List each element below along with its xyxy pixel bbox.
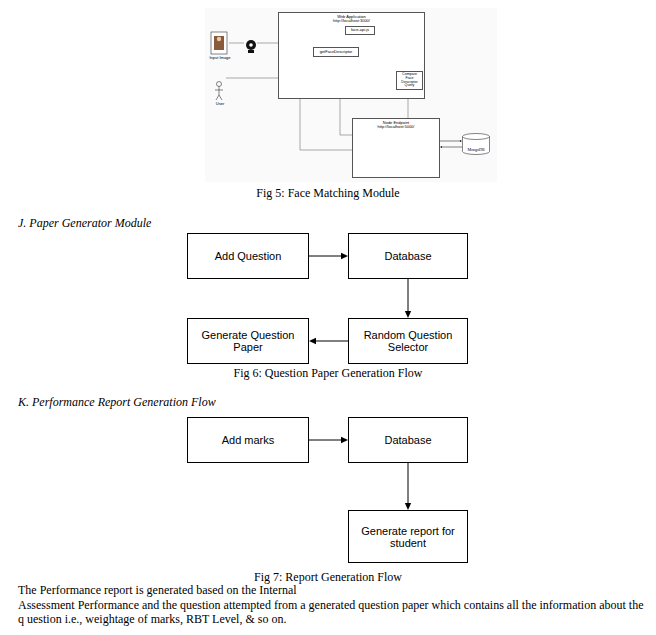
- user-leg: [219, 95, 222, 100]
- connector-arrow: [309, 440, 342, 441]
- box-text: http://localhost:5000/: [354, 125, 438, 129]
- box-text: Database: [384, 250, 431, 262]
- user-head: [217, 82, 222, 87]
- process-box: Compare Face Descriptor Query: [396, 71, 423, 90]
- arrow-head: [460, 140, 462, 142]
- process-box: Database: [348, 233, 468, 279]
- wire: [300, 150, 352, 151]
- cylinder-shape: [463, 134, 490, 155]
- process-box: Generate report for student: [348, 510, 468, 563]
- process-box: getFaceDescriptor: [313, 47, 359, 57]
- wire: [229, 43, 244, 44]
- connector-arrow: [442, 147, 462, 148]
- figure-caption: Fig 5: Face Matching Module: [0, 186, 656, 200]
- box-text: Generate report for student: [357, 525, 459, 549]
- figure-label: Input Image: [205, 56, 235, 61]
- connector-arrow: [440, 141, 460, 142]
- wire: [257, 43, 278, 44]
- box-text: MongoDB: [467, 147, 484, 152]
- process-box: Add Question: [187, 233, 309, 279]
- box-text: Database: [384, 434, 431, 446]
- connector-arrow: [309, 256, 342, 257]
- connector-arrow: [315, 341, 348, 342]
- user-leg: [216, 95, 219, 100]
- body-text: The Performance report is generated base…: [18, 583, 648, 597]
- box-text: Generate Question Paper: [196, 329, 300, 353]
- box-text: Add marks: [222, 434, 275, 446]
- section-heading: J. Paper Generator Module: [18, 216, 418, 230]
- connector-arrow: [408, 463, 409, 504]
- container-box: Web Applicationhttp://localhost:3000/fac…: [278, 12, 425, 99]
- process-box: face-api.js: [345, 26, 375, 35]
- box-text: http://localhost:3000/: [280, 19, 423, 23]
- webcam-stand: [248, 50, 254, 53]
- process-box: Generate Question Paper: [187, 318, 309, 364]
- box-text: Compare Face Descriptor Query: [398, 73, 421, 89]
- figure-ground: [205, 8, 497, 182]
- box-text: Add Question: [215, 250, 282, 262]
- box-text: face-api.js: [351, 28, 369, 32]
- wire: [408, 99, 409, 118]
- arrow-head: [309, 338, 316, 344]
- arrow-head: [440, 146, 442, 148]
- container-box: Node Endpointhttp://localhost:5000/: [352, 118, 440, 178]
- section-heading: K. Performance Report Generation Flow: [18, 395, 418, 409]
- wire: [340, 99, 341, 135]
- photo-figure: [214, 36, 224, 50]
- figure-label: User: [205, 102, 235, 107]
- connector-arrow: [408, 279, 409, 312]
- database-cylinder: MongoDB: [462, 133, 490, 155]
- webcam-lens: [249, 43, 253, 47]
- photo-frame: [211, 32, 227, 54]
- box-text: getFaceDescriptor: [320, 50, 353, 54]
- box-text: Random Question Selector: [357, 329, 459, 353]
- figure-caption: Fig 6: Question Paper Generation Flow: [0, 366, 656, 380]
- wire: [340, 135, 352, 136]
- process-box: Database: [348, 417, 468, 463]
- arrow-head: [341, 437, 348, 443]
- figure-caption: Fig 7: Report Generation Flow: [0, 570, 656, 584]
- webcam-body: [246, 40, 256, 50]
- arrow-head: [405, 503, 411, 510]
- photo-face: [217, 37, 221, 41]
- user-body: [219, 87, 220, 96]
- user-arms: [215, 90, 223, 91]
- wire: [300, 99, 301, 150]
- process-box: Random Question Selector: [348, 318, 468, 364]
- arrow-head: [405, 311, 411, 318]
- body-text: Assessment Performance and the question …: [18, 598, 650, 627]
- arrow-head: [341, 253, 348, 259]
- process-box: Add marks: [187, 417, 309, 463]
